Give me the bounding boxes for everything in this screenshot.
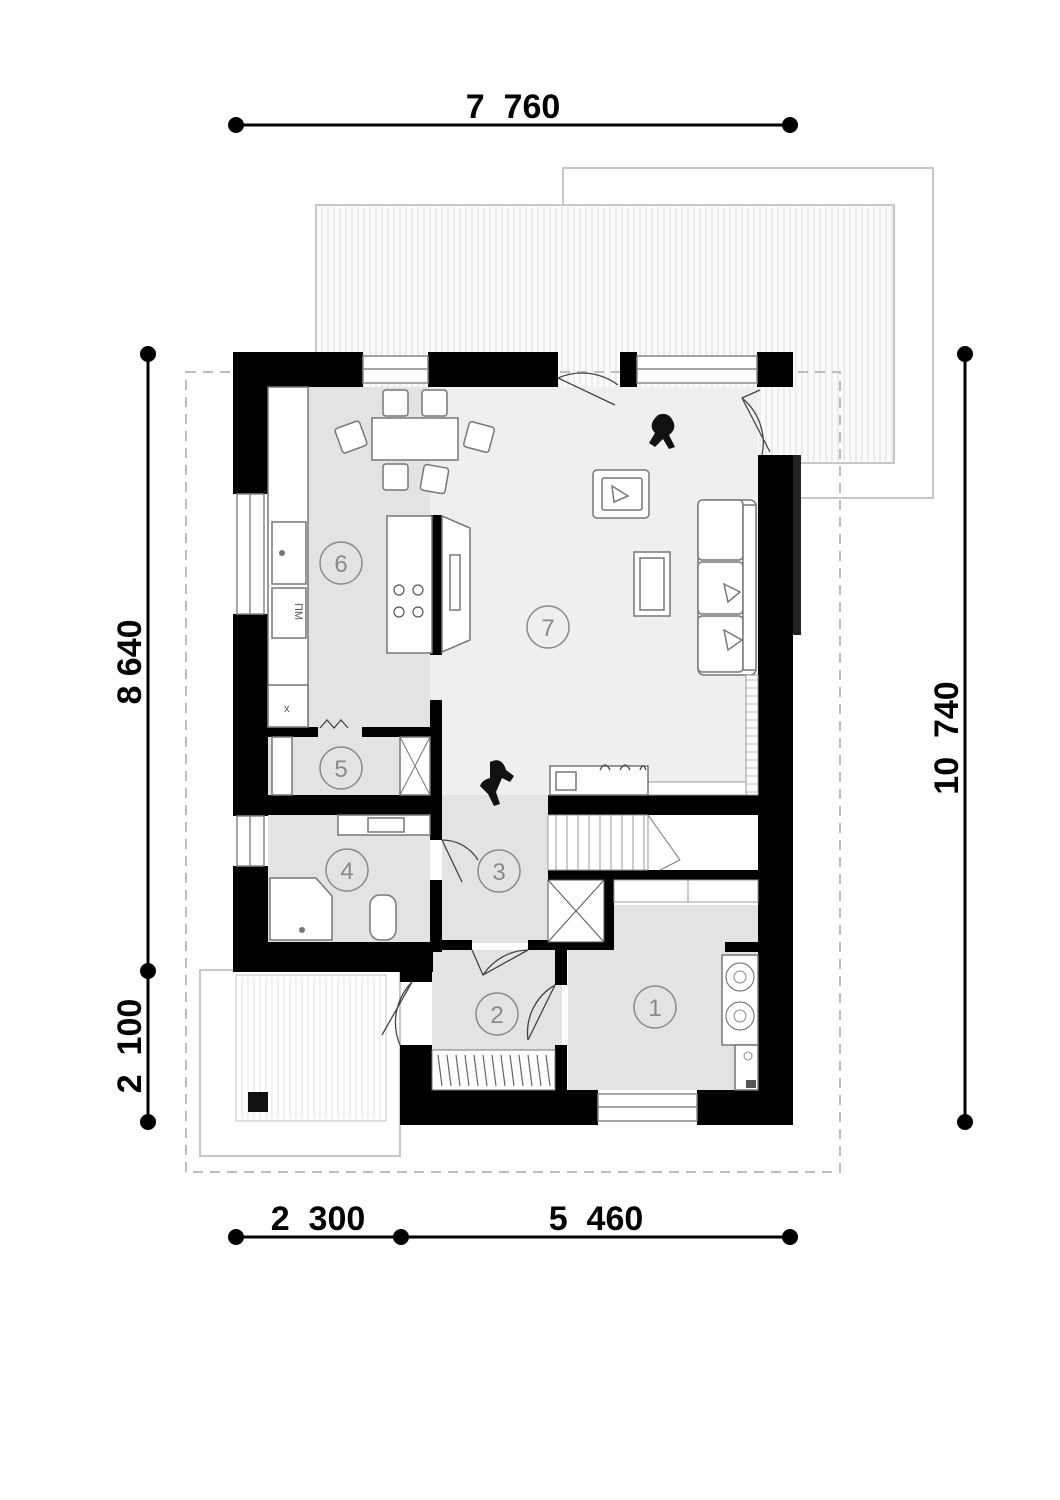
room-label-6: 6 [319, 541, 363, 585]
dishwasher-label: ПМ [292, 603, 304, 620]
dimension-left: 8 640 2 100 [111, 346, 156, 1130]
walls [233, 352, 801, 1125]
room-number-5: 5 [334, 756, 347, 783]
fridge-label: x [284, 703, 290, 715]
dimension-right: 10 740 [928, 346, 973, 1130]
dimension-bottom: 2 300 5 460 [228, 1200, 798, 1245]
room-number-3: 3 [492, 859, 505, 886]
storage-furniture [271, 719, 431, 796]
dimension-left-upper-label: 8 640 [111, 619, 149, 704]
room-label-7: 7 [526, 605, 570, 649]
dimension-right-label: 10 740 [928, 681, 966, 794]
dimension-top-label: 7 760 [466, 88, 561, 126]
room-number-6: 6 [334, 551, 347, 578]
room-label-2: 2 [475, 992, 519, 1036]
doors [381, 372, 771, 1046]
room-number-1: 1 [648, 995, 661, 1022]
room-label-5: 5 [319, 746, 363, 790]
room-number-4: 4 [340, 858, 353, 885]
post-marker [248, 1092, 268, 1112]
person-figures [480, 413, 675, 806]
room-number-7: 7 [541, 615, 554, 642]
room-labels: 1 2 3 4 5 6 7 [319, 541, 677, 1036]
dimension-bottom-right-label: 5 460 [549, 1200, 644, 1238]
room-label-1: 1 [633, 985, 677, 1029]
room-label-4: 4 [325, 848, 369, 892]
dimension-left-lower-label: 2 100 [111, 999, 149, 1094]
bathroom-furniture [269, 814, 431, 941]
dimension-bottom-left-label: 2 300 [271, 1200, 366, 1238]
staircase [547, 814, 759, 943]
dimension-top: 7 760 [228, 88, 798, 133]
dining-set [334, 389, 495, 495]
living-furniture [549, 469, 759, 796]
laundry-furniture [721, 954, 759, 1091]
windows [236, 355, 758, 1122]
room-label-3: 3 [477, 849, 521, 893]
terrace-bottom [199, 969, 401, 1157]
kitchen-furniture: ПМ x [267, 386, 471, 728]
room-number-2: 2 [490, 1002, 503, 1029]
wardrobe [431, 1049, 556, 1091]
